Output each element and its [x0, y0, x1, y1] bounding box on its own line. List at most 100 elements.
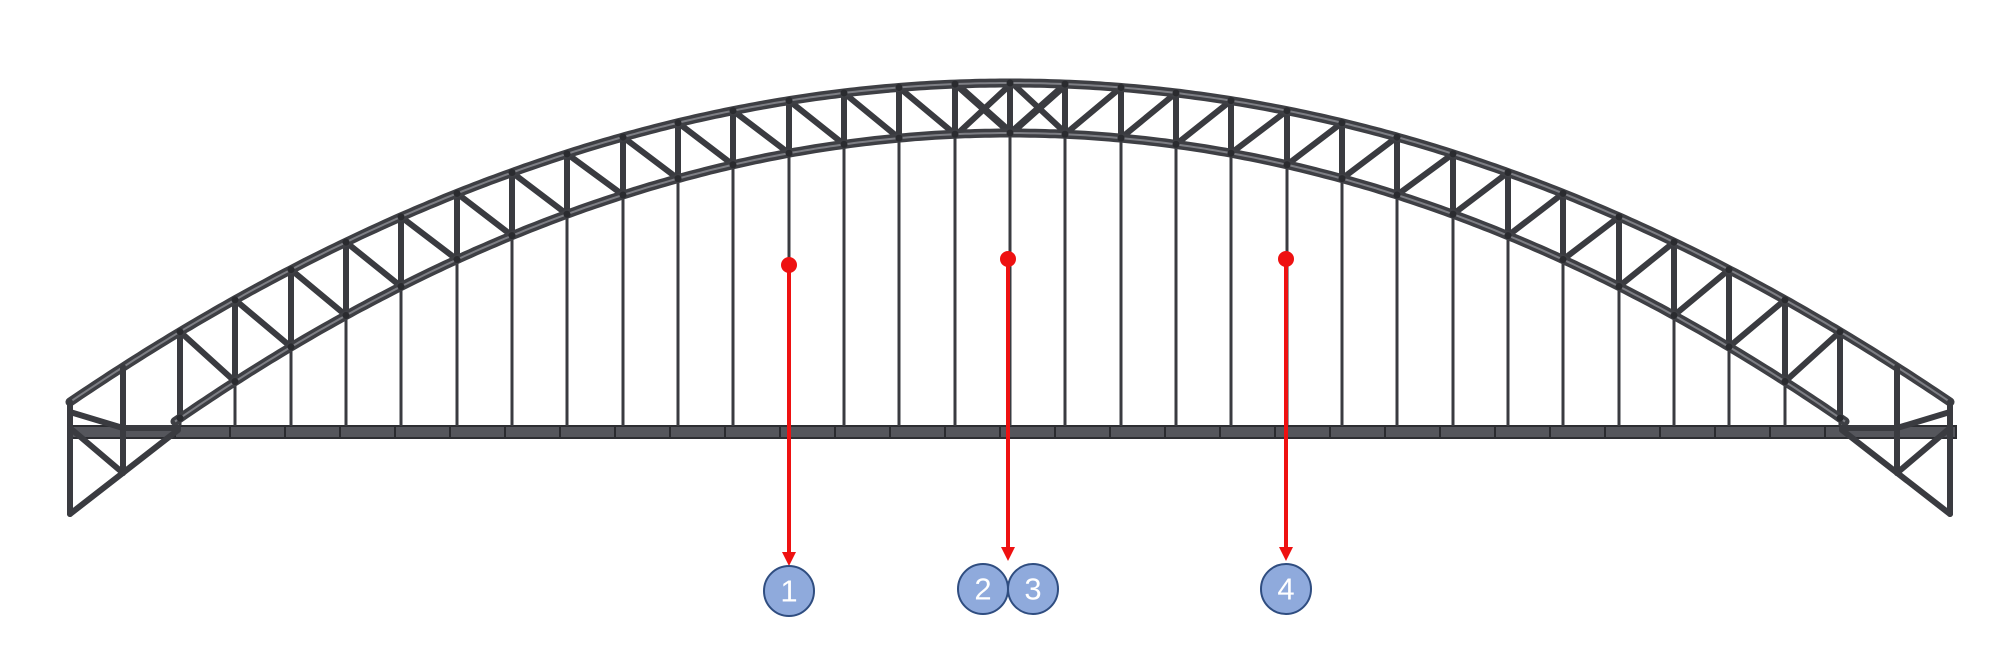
truss-node — [729, 107, 737, 115]
load-application-point — [781, 257, 797, 273]
truss-node — [951, 80, 959, 88]
load-marker-1: 1 — [763, 565, 815, 617]
truss-node — [674, 119, 682, 127]
truss-node — [1172, 140, 1180, 148]
load-arrow-head — [1001, 547, 1015, 561]
truss-node — [1061, 130, 1069, 138]
truss-node — [1559, 256, 1567, 264]
truss-node — [1283, 161, 1291, 169]
truss-diagonal — [1339, 134, 1400, 182]
truss-node — [1781, 378, 1789, 386]
truss-node — [1449, 150, 1457, 158]
truss-node — [1504, 232, 1512, 240]
truss-diagonal — [288, 266, 349, 319]
truss-diagonal — [1616, 239, 1677, 290]
truss-node — [619, 191, 627, 199]
truss-node — [1227, 97, 1235, 105]
load-marker-4-label: 4 — [1277, 572, 1294, 607]
left-end-brace — [67, 425, 126, 476]
truss-node — [176, 328, 184, 336]
truss-diagonal — [896, 84, 958, 138]
right-end-brace — [1894, 409, 1953, 431]
left-end-brace — [67, 409, 126, 431]
truss-node — [1227, 149, 1235, 157]
truss-diagonal — [620, 134, 681, 182]
truss-node — [453, 256, 461, 264]
truss-node — [563, 150, 571, 158]
truss-diagonal — [1062, 84, 1124, 138]
truss-diagonal — [786, 97, 847, 148]
truss-node — [1615, 282, 1623, 290]
truss-diagonal — [1782, 328, 1843, 385]
truss-node — [287, 266, 295, 274]
load-arrow-head — [1279, 547, 1293, 561]
truss-node — [342, 238, 350, 246]
truss-node — [1172, 89, 1180, 97]
truss-node — [1393, 191, 1401, 199]
load-marker-3: 3 — [1007, 563, 1059, 615]
load-marker-2: 2 — [957, 563, 1009, 615]
end-support-group — [67, 364, 1953, 517]
load-marker-group: 1 2 3 4 — [763, 563, 1312, 617]
truss-diagonal — [343, 239, 404, 290]
truss-node — [1449, 210, 1457, 218]
truss-node — [674, 175, 682, 183]
truss-node — [397, 282, 405, 290]
truss-diagonal — [177, 328, 238, 385]
truss-diagonal — [1505, 190, 1566, 239]
truss-diagonal — [954, 80, 1015, 138]
truss-node — [1670, 311, 1678, 319]
truss-node — [619, 133, 627, 141]
load-marker-3-label: 3 — [1024, 572, 1041, 607]
truss-node — [231, 296, 239, 304]
truss-node — [1781, 296, 1789, 304]
truss-node — [1006, 79, 1014, 87]
load-marker-1-label: 1 — [780, 574, 797, 609]
truss-diagonal — [1228, 107, 1290, 157]
load-marker-2-label: 2 — [974, 572, 991, 607]
truss-node — [951, 130, 959, 138]
truss-diagonal — [232, 296, 294, 350]
truss-diagonal — [730, 107, 792, 157]
truss-node — [1615, 213, 1623, 221]
truss-node — [785, 97, 793, 105]
truss-node — [508, 169, 516, 177]
truss-diagonal — [564, 150, 626, 198]
truss-diagonal — [509, 169, 570, 218]
load-marker-4: 4 — [1260, 563, 1312, 615]
truss-node — [1393, 133, 1401, 141]
truss-node — [1117, 83, 1125, 91]
bridge-deck — [69, 425, 1957, 439]
truss-node — [840, 89, 848, 97]
truss-node — [840, 140, 848, 148]
deck-girder — [69, 425, 1957, 439]
truss-node — [1559, 189, 1567, 197]
truss-node — [1117, 134, 1125, 142]
truss-node — [1725, 266, 1733, 274]
truss-node-group — [176, 79, 1844, 422]
truss-node — [1338, 119, 1346, 127]
truss-node — [1836, 328, 1844, 336]
truss-node — [1283, 107, 1291, 115]
load-application-point — [1000, 251, 1016, 267]
load-arrow-2-3 — [1000, 251, 1016, 561]
truss-node — [397, 213, 405, 221]
truss-diagonal — [1560, 213, 1622, 263]
truss-node — [785, 149, 793, 157]
truss-node — [895, 134, 903, 142]
load-application-point — [1278, 251, 1294, 267]
truss-node — [1836, 414, 1844, 422]
truss-node — [231, 378, 239, 386]
truss-node — [563, 210, 571, 218]
truss-node — [1725, 343, 1733, 351]
truss-diagonal — [1394, 150, 1456, 198]
truss-diagonal — [1118, 89, 1179, 142]
truss-node — [287, 343, 295, 351]
load-arrow-1 — [781, 257, 797, 566]
truss-node — [176, 414, 184, 422]
load-arrow-head — [782, 552, 796, 566]
truss-diagonal — [1009, 81, 1070, 137]
truss-web-group — [177, 80, 1843, 422]
